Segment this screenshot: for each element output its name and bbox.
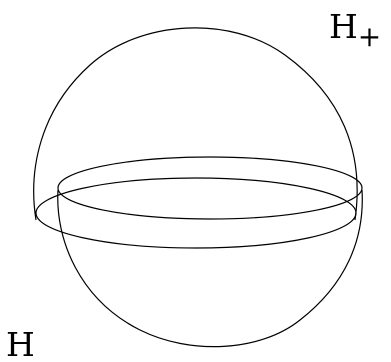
upper-hemisphere-outline [33,27,358,221]
lower-hemisphere-outline [57,189,363,348]
h-minus-label: H_ [6,325,52,362]
upper-equator-ring [57,156,363,220]
h-plus-label: H+ [329,7,381,53]
lower-equator-ring [35,177,357,249]
h-plus-base: H [329,7,358,46]
h-plus-subscript: + [358,20,381,53]
